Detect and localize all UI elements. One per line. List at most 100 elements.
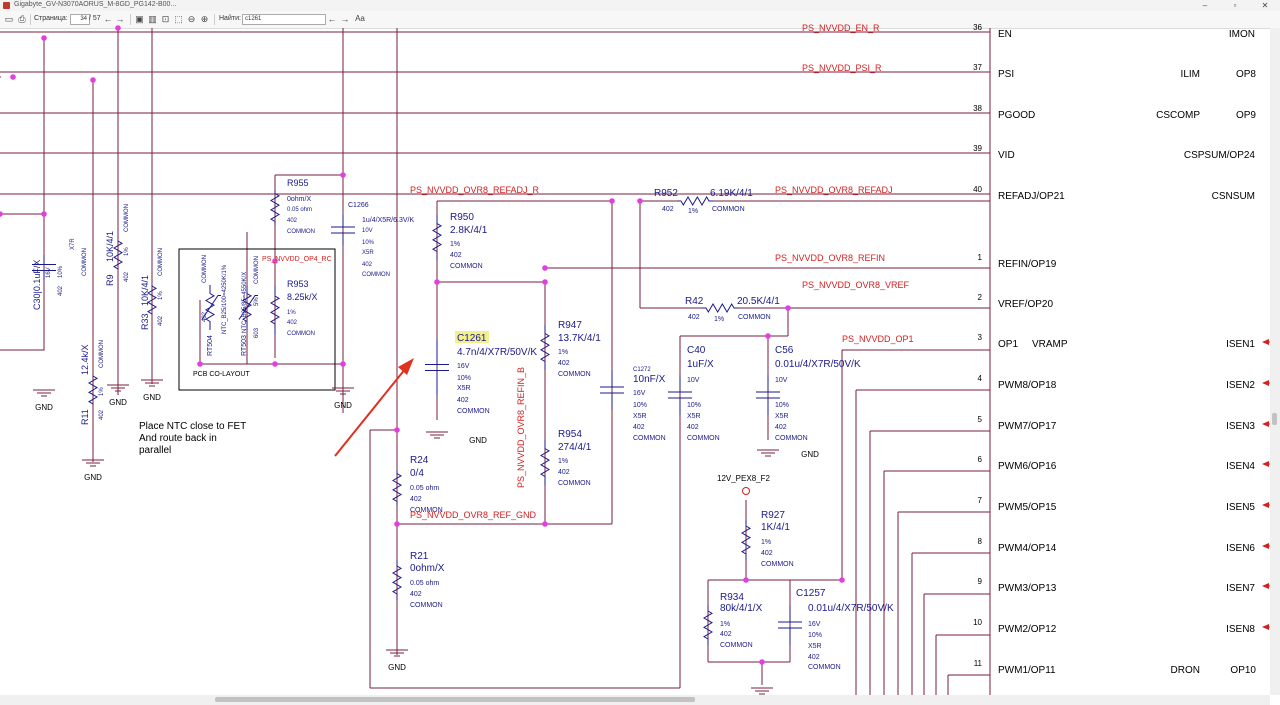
r21-package: 402 — [410, 591, 422, 598]
page-total: / 57 — [89, 15, 101, 22]
c56-ref: C56 — [775, 345, 794, 356]
gnd-label: GND — [801, 450, 819, 459]
r952-tolerance: 1% — [688, 208, 698, 215]
r934-symbol — [703, 605, 713, 645]
r955-symbol — [270, 190, 280, 225]
match-case-icon[interactable]: Aa — [355, 14, 365, 23]
find-input[interactable]: c1261 — [242, 14, 326, 25]
r953-tag: COMMON — [287, 331, 315, 337]
window-titlebar: Gigabyte_GV-N3070AORUS_M-8GD_PG142-B00..… — [0, 0, 1280, 11]
vertical-scroll-thumb[interactable] — [1272, 413, 1277, 425]
r11-tag: COMMON — [99, 340, 105, 368]
find-next-icon[interactable]: → — [340, 14, 350, 24]
input-arrow-icon — [1262, 502, 1269, 508]
r955-package: 402 — [287, 218, 298, 224]
print-icon[interactable]: ⎙ — [18, 14, 26, 24]
open-file-icon[interactable]: ▭ — [4, 14, 14, 24]
c1266-tolerance: 10% — [362, 240, 375, 246]
net-label: PS_NVVDD_OVR8_REFADJ — [775, 185, 893, 195]
r11-value: 12.4k/X — [80, 344, 90, 375]
minimize-button[interactable]: – — [1202, 1, 1208, 10]
close-button[interactable]: ✕ — [1261, 1, 1269, 10]
junction-dot — [759, 659, 765, 665]
r954-package: 402 — [558, 469, 570, 476]
pin-number: 7 — [978, 496, 983, 505]
rt504-ref: RT504 — [207, 335, 214, 356]
c40-voltage: 10V — [687, 377, 700, 384]
r952-tag: COMMON — [712, 206, 745, 213]
r955-value: 0ohm/X — [287, 196, 311, 203]
horizontal-scroll-thumb[interactable] — [215, 697, 695, 702]
pin-number: 36 — [973, 23, 982, 32]
net-label: PS_NVVDD_OVR8_REFIN_B — [516, 367, 526, 488]
r953-symbol — [270, 285, 280, 335]
junction-dot — [542, 265, 548, 271]
r947-package: 402 — [558, 360, 570, 367]
gnd-label: GND — [388, 663, 406, 672]
c1257-dielectric: X5R — [808, 643, 822, 650]
vertical-scrollbar[interactable] — [1270, 28, 1280, 695]
pin-number: 1 — [978, 253, 983, 262]
fit-page-icon[interactable]: ⊡ — [161, 14, 170, 24]
c1257-voltage: 16V — [808, 621, 821, 628]
pin-name: ISEN8 — [1226, 624, 1255, 635]
page-input[interactable]: 34 — [70, 14, 90, 25]
find-prev-icon[interactable]: ← — [327, 14, 337, 24]
c40-package: 402 — [687, 424, 699, 431]
pin-name: ISEN3 — [1226, 421, 1255, 432]
r24-ref: R24 — [410, 455, 429, 466]
r952-symbol — [677, 196, 713, 206]
junction-dot — [272, 361, 278, 367]
junction-dot — [394, 521, 400, 527]
wire — [0, 38, 45, 351]
gnd-label: GND — [109, 398, 127, 407]
r9-symbol — [113, 240, 123, 270]
junction-dot — [10, 74, 16, 80]
r947-tag: COMMON — [558, 371, 591, 378]
r33-ref: R33 — [140, 313, 150, 330]
gnd-label: GND — [469, 436, 487, 445]
rt504-tag: COMMON — [202, 255, 208, 283]
junction-dot — [785, 305, 791, 311]
two-page-icon[interactable]: ▥ — [148, 14, 157, 24]
toolbar-separator — [130, 14, 131, 25]
r927-tolerance: 1% — [761, 539, 771, 546]
c56-voltage: 10V — [775, 377, 788, 384]
c40-tolerance: 10% — [687, 402, 701, 409]
junction-dot — [765, 333, 771, 339]
pin-name: CSCOMP — [1156, 110, 1200, 121]
c1272-voltage: 16V — [633, 390, 646, 397]
pin-name: CSNSUM — [1212, 191, 1255, 202]
zoom-out-icon[interactable]: ⊖ — [187, 14, 196, 24]
r9-tag: COMMON — [124, 204, 130, 232]
r21-symbol — [392, 560, 402, 600]
rt503-value: NTC_B25/85=4550K/X — [242, 272, 248, 333]
single-page-icon[interactable]: ▣ — [135, 14, 144, 24]
zoom-in-icon[interactable]: ⊕ — [200, 14, 209, 24]
pin-name: PWM6/OP16 — [998, 461, 1057, 472]
r953-ref: R953 — [287, 279, 309, 289]
c1266-package: 402 — [362, 262, 373, 268]
back-arrow-icon[interactable]: ← — [103, 14, 113, 24]
c56-value: 0.01u/4/X7R/50V/K — [775, 359, 861, 370]
net-label: PS_NVVDD_OP1 — [842, 334, 914, 344]
r947-value: 13.7K/4/1 — [558, 333, 601, 344]
r24-package: 402 — [410, 496, 422, 503]
junction-dot — [340, 172, 346, 178]
c1257-value: 0.01u/4/X7R/50V/K — [808, 603, 894, 614]
horizontal-scrollbar[interactable] — [0, 695, 1270, 705]
r24-symbol — [392, 470, 402, 505]
r33-tag: COMMON — [158, 248, 164, 276]
maximize-button[interactable]: ▫ — [1233, 1, 1237, 10]
r21-ref: R21 — [410, 551, 429, 562]
app-icon — [3, 2, 10, 9]
fit-width-icon[interactable]: ⬚ — [174, 14, 183, 24]
pcb-colayout-box — [178, 248, 336, 391]
pin-name: REFIN/OP19 — [998, 259, 1057, 270]
r927-symbol — [741, 520, 751, 560]
r950-symbol — [432, 215, 442, 260]
supply-port — [742, 487, 750, 495]
pin-name: OP8 — [1236, 69, 1256, 80]
forward-arrow-icon[interactable]: → — [115, 14, 125, 24]
